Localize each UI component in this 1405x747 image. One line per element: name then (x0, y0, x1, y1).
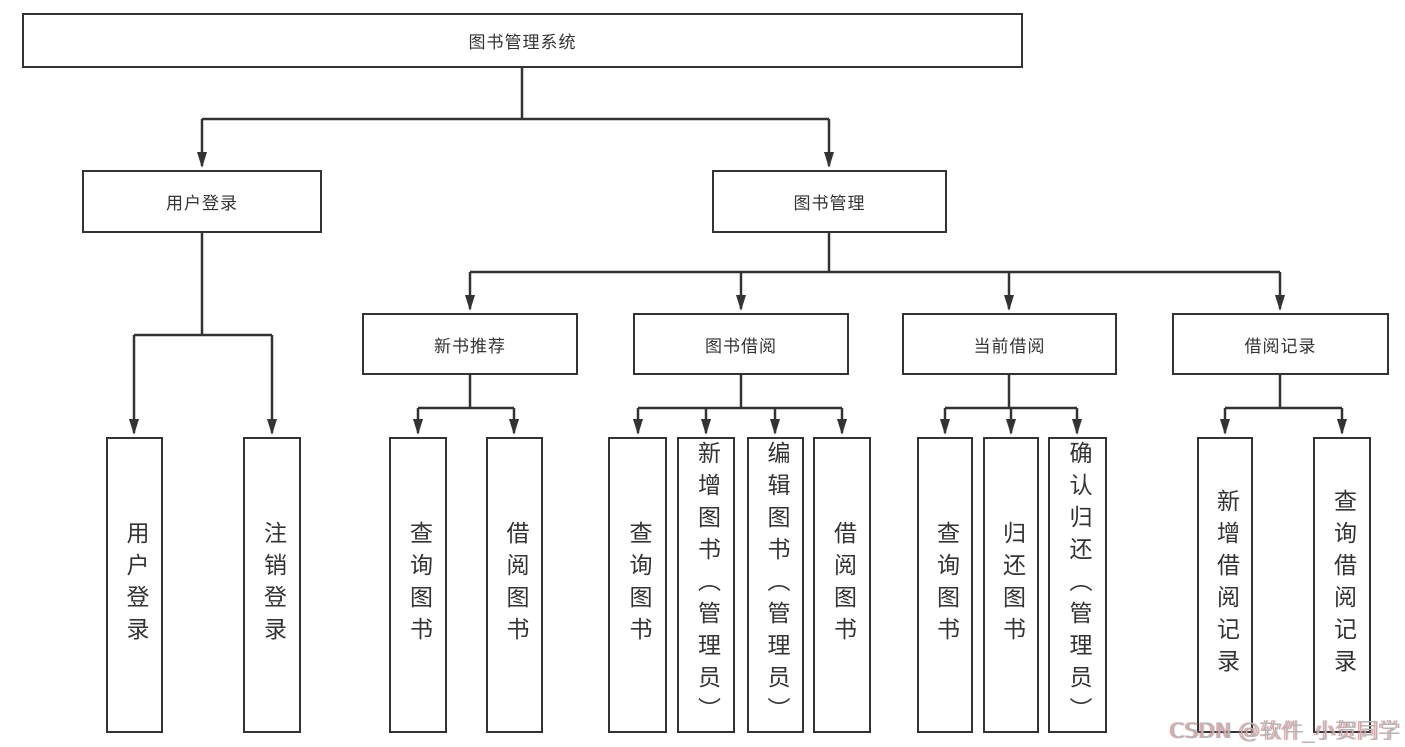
leaf-logout: 注销登录 (243, 437, 301, 733)
leaf-label: 新增图书（管理员） (693, 441, 720, 729)
leaf-borrow-books-recommend: 借阅图书 (486, 437, 543, 733)
leaf-add-borrow-record: 新增借阅记录 (1197, 437, 1253, 733)
node-label: 图书借阅 (705, 336, 777, 357)
leaf-return-books: 归还图书 (983, 437, 1039, 733)
node-root-library-system: 图书管理系统 (22, 13, 1023, 68)
leaf-label: 查询图书 (405, 521, 432, 649)
leaf-label: 用户登录 (122, 521, 148, 649)
leaf-label: 查询借阅记录 (1329, 489, 1356, 681)
node-borrow-records: 借阅记录 (1172, 313, 1389, 375)
node-book-borrow: 图书借阅 (633, 313, 849, 375)
node-label: 新书推荐 (434, 336, 506, 357)
leaf-label: 查询图书 (932, 521, 959, 649)
node-current-borrow: 当前借阅 (902, 313, 1117, 375)
leaf-label: 查询图书 (625, 521, 651, 649)
leaf-label: 编辑图书（管理员） (763, 441, 789, 729)
node-label: 当前借阅 (973, 336, 1046, 357)
leaf-label: 归还图书 (998, 521, 1025, 649)
node-label: 用户登录 (166, 194, 238, 214)
leaf-label: 确认归还（管理员） (1065, 441, 1091, 729)
leaf-label: 注销登录 (259, 521, 286, 649)
node-new-book-recommend: 新书推荐 (362, 313, 578, 375)
leaf-confirm-return-admin: 确认归还（管理员） (1048, 437, 1107, 733)
leaf-user-login: 用户登录 (106, 437, 163, 733)
node-label: 图书管理 (793, 194, 866, 214)
leaf-label: 借阅图书 (502, 521, 528, 649)
node-label: 图书管理系统 (468, 33, 577, 53)
leaf-query-books: 查询图书 (608, 437, 667, 733)
node-user-login: 用户登录 (82, 170, 322, 233)
leaf-label: 借阅图书 (829, 521, 856, 649)
leaf-edit-books-admin: 编辑图书（管理员） (747, 437, 804, 733)
leaf-query-borrow-record: 查询借阅记录 (1313, 437, 1371, 733)
csdn-watermark: CSDN @软件_小贺同学 (1170, 719, 1401, 743)
leaf-label: 新增借阅记录 (1212, 489, 1239, 681)
node-book-management: 图书管理 (712, 170, 947, 233)
leaf-add-books-admin: 新增图书（管理员） (677, 437, 735, 733)
leaf-query-books-recommend: 查询图书 (389, 437, 447, 733)
leaf-query-books-current: 查询图书 (917, 437, 973, 733)
leaf-borrow-books: 借阅图书 (813, 437, 871, 733)
connector-group (129, 68, 1347, 435)
node-label: 借阅记录 (1244, 336, 1317, 357)
